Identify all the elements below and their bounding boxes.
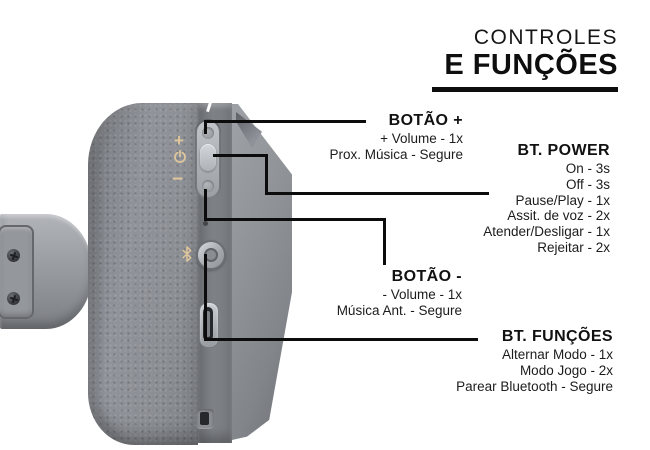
callout-line-botao-minus [204, 218, 386, 221]
callout-bt-funcoes: BT. FUNÇÕES Alternar Modo - 1x Modo Jogo… [456, 326, 613, 394]
callout-line-bt-power [265, 192, 489, 195]
callout-item: On - 3s [565, 161, 610, 176]
callout-line-bt-power [265, 154, 268, 195]
callout-item: Atender/Desligar - 1x [483, 224, 610, 240]
screw-icon [7, 292, 20, 305]
callout-line-botao-plus [204, 120, 207, 134]
callout-line-botao-minus [204, 189, 207, 221]
arm-plate [0, 225, 34, 319]
callout-item: Parear Bluetooth - Segure [456, 378, 613, 394]
callout-title: BT. POWER [517, 142, 610, 159]
callout-title: BOTÃO + [388, 112, 463, 129]
callout-item: Rejeitar - 2x [537, 239, 610, 255]
callout-item: Off - 3s [565, 176, 610, 192]
callout-item: Música Ant. - Segure [336, 302, 462, 318]
mic-hole [203, 221, 208, 226]
callout-item: + Volume - 1x [380, 131, 463, 146]
aux-port [196, 409, 214, 429]
bluetooth-icon [182, 246, 192, 262]
power-icon [174, 150, 186, 163]
usb-c-tongue [206, 311, 210, 337]
callout-item: Pause/Play - 1x [515, 192, 610, 208]
callout-item: Alternar Modo - 1x [501, 347, 613, 362]
aux-hole [200, 412, 209, 425]
title-underline [432, 87, 618, 92]
callout-title: BT. FUNÇÕES [501, 328, 613, 345]
usb-c-port [199, 302, 219, 348]
bluetooth-button [196, 240, 226, 270]
page-title-line1: CONTROLES [473, 26, 618, 49]
headband-arm [0, 214, 92, 329]
callout-line-bt-funcoes [204, 254, 207, 341]
callout-line-botao-plus [204, 120, 366, 123]
callout-botao-plus: BOTÃO + + Volume - 1x Prox. Música - Seg… [329, 110, 463, 163]
callout-line-bt-power [213, 154, 268, 157]
callout-item: - Volume - 1x [382, 287, 462, 302]
power-button [200, 144, 216, 171]
callout-title: BOTÃO - [391, 268, 462, 285]
callout-line-botao-minus [383, 218, 386, 265]
usb-c-slot [203, 307, 213, 341]
callout-bt-power: BT. POWER On - 3s Off - 3s Pause/Play - … [483, 140, 610, 256]
minus-icon: − [172, 169, 184, 190]
callout-botao-minus: BOTÃO - - Volume - 1x Música Ant. - Segu… [337, 266, 462, 319]
page-title: CONTROLES E FUNÇÕES [432, 26, 618, 92]
page-title-line2: E FUNÇÕES [444, 49, 618, 81]
callout-line-bt-funcoes [204, 338, 478, 341]
earcup-leather-panel [88, 103, 198, 445]
callout-item: Assit. de voz - 2x [507, 208, 610, 224]
screw-icon [7, 249, 20, 262]
callout-item: Modo Jogo - 2x [519, 362, 613, 378]
callout-item: Prox. Música - Segure [329, 146, 463, 162]
plus-icon: + [174, 131, 184, 150]
